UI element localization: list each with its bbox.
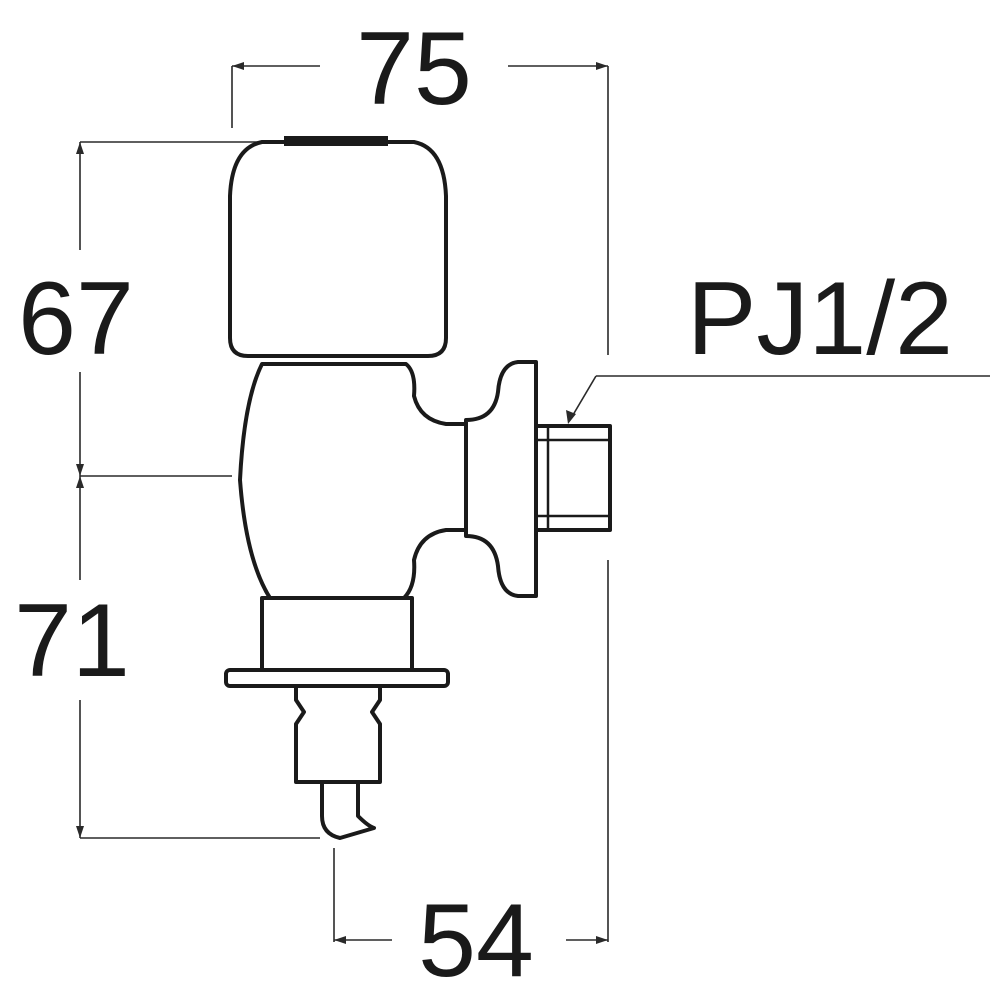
handle-cap-top-band — [284, 136, 388, 146]
label-width-top: 75 — [356, 11, 472, 127]
dim-71-arrow-top — [76, 476, 84, 488]
dim-54-arrow-right — [596, 936, 608, 944]
label-height-lower: 71 — [14, 583, 130, 699]
outlet-stem — [294, 684, 382, 784]
thread-leader-diagonal — [569, 375, 597, 421]
label-width-bottom: 54 — [418, 883, 534, 999]
dim-67-arrow-bottom — [76, 464, 84, 476]
dim-75-arrow-left — [232, 62, 244, 70]
label-thread: PJ1/2 — [687, 261, 953, 377]
dimension-lines — [76, 62, 990, 944]
dim-54-arrow-left — [334, 936, 346, 944]
dim-67-arrow-top — [76, 142, 84, 154]
lower-neck — [260, 596, 414, 674]
dim-75-arrow-right — [596, 62, 608, 70]
main-body — [238, 362, 472, 600]
base-plate — [224, 668, 450, 688]
side-flange — [464, 360, 538, 598]
dim-71-arrow-bottom — [76, 826, 84, 838]
outlet-tip — [320, 780, 376, 840]
valve-body — [224, 136, 612, 840]
thread-leader-arrow — [566, 410, 576, 424]
handle-cap — [228, 140, 448, 358]
label-height-upper: 67 — [18, 261, 134, 377]
